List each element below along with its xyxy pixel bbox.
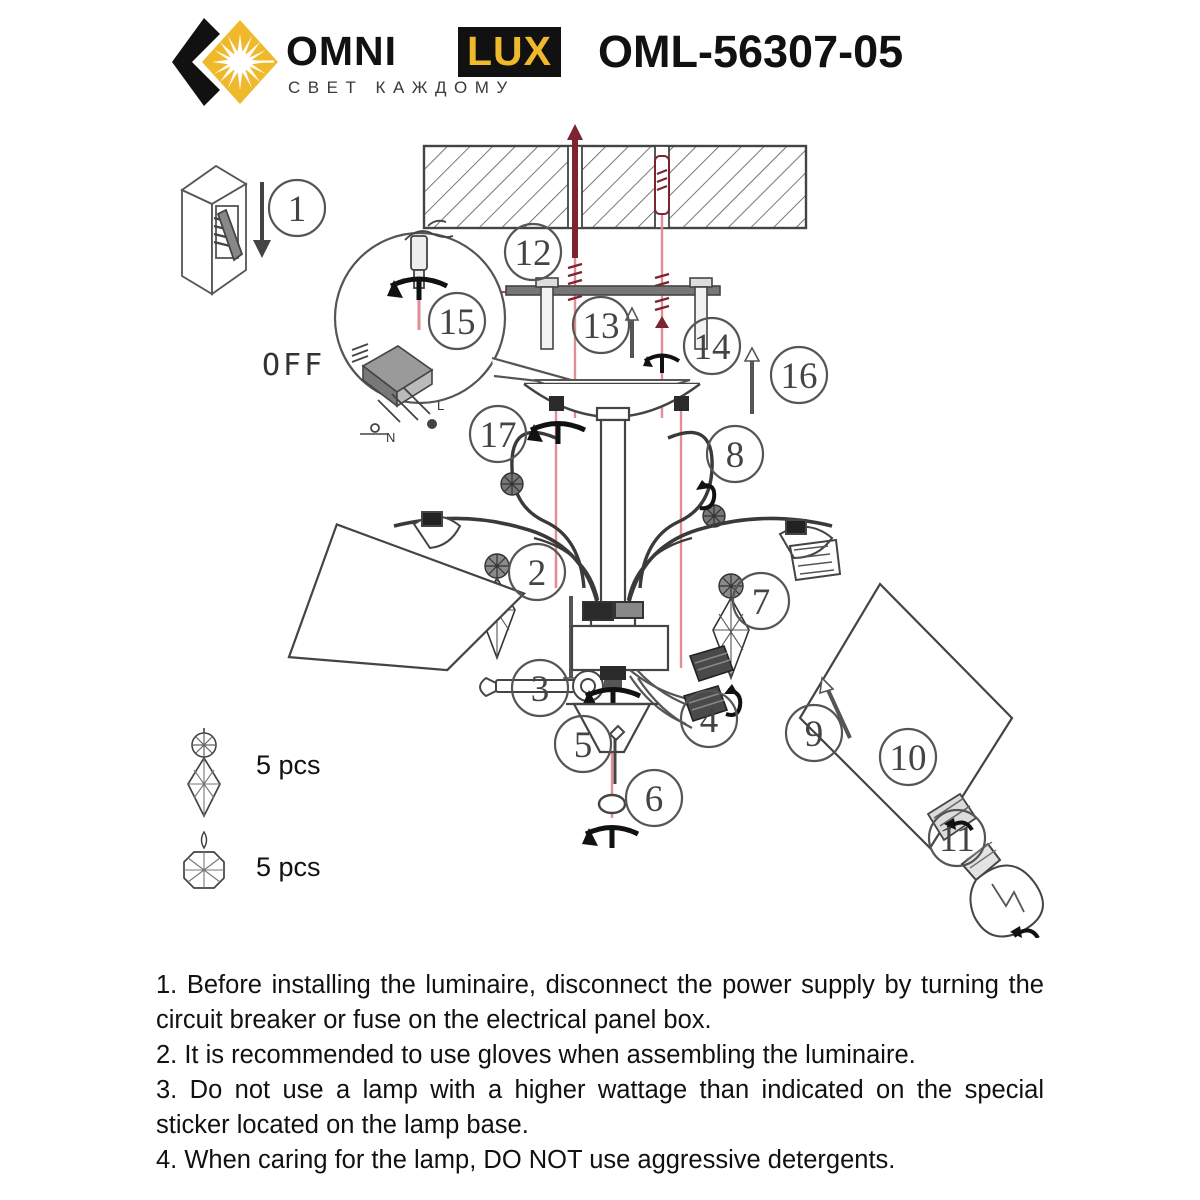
rotate-arrow-icon-10 <box>944 818 974 832</box>
step-callout-1: 1 <box>267 178 327 238</box>
brand-slogan: СВЕТ КАЖДОМУ <box>288 78 515 97</box>
safety-instructions: 1. Before installing the luminaire, disc… <box>156 968 1044 1178</box>
part-quantity: 5 pcs <box>256 750 321 780</box>
step-callout-10: 10 <box>878 727 938 787</box>
step-number: 7 <box>752 582 771 623</box>
rotate-arrow-icon-17 <box>527 421 587 444</box>
step-number: 6 <box>645 779 664 820</box>
step-number: 10 <box>890 738 927 779</box>
hook-arrow-icon-8 <box>696 480 717 511</box>
step-number: 8 <box>726 435 745 476</box>
step-callout-6: 6 <box>624 768 684 828</box>
step-callout-17: 17 <box>468 404 528 464</box>
power-off-label: OFF <box>262 348 326 383</box>
hook-arrow-icon-4 <box>724 684 743 717</box>
part-row: 5 pcs <box>160 728 490 818</box>
step-number: 16 <box>781 356 818 397</box>
crystal-bead <box>500 472 524 496</box>
product-code: OML-56307-05 <box>598 26 904 77</box>
step-number: 12 <box>515 233 552 274</box>
step-number: 15 <box>439 302 476 343</box>
instruction-3: 3. Do not use a lamp with a higher watta… <box>156 1076 1044 1139</box>
shade-socket-left <box>412 511 462 550</box>
crystal-pendant-drop-icon <box>187 728 221 818</box>
wire-connector-icon <box>688 645 735 682</box>
step-callout-4: 4 <box>679 689 739 749</box>
arrow-icon-9 <box>819 676 852 739</box>
brand-name-lux: LUX <box>467 28 552 74</box>
parts-list: 5 pcs 5 pcs <box>160 728 500 918</box>
arm-socket-collar <box>582 601 644 621</box>
step-callout-13: 13 <box>571 295 631 355</box>
step-number: 9 <box>805 714 824 755</box>
crystal-octagon-bead-icon <box>183 830 225 889</box>
up-arrow-icon-16 <box>743 346 761 414</box>
terminal-block-wiring-detail: L N <box>333 219 601 445</box>
ceiling-canopy <box>523 379 701 419</box>
step-number: 3 <box>531 669 550 710</box>
chandelier-center-column <box>589 406 637 628</box>
step-number: 5 <box>574 725 593 766</box>
step-number: 14 <box>694 327 731 368</box>
lamp-shade-left <box>287 523 527 672</box>
rotate-arrow-icon-11 <box>1010 926 1040 938</box>
wire-connector-icon <box>682 685 729 722</box>
omnilux-diamond-sunburst-logo <box>172 18 278 106</box>
lock-nut <box>600 666 626 690</box>
step-callout-3: 3 <box>510 658 570 718</box>
mounting-bar-13 <box>505 277 721 350</box>
part-quantity: 5 pcs <box>256 852 321 882</box>
step-callout-14: 14 <box>682 316 742 376</box>
circuit-breaker-switch-icon <box>180 164 248 296</box>
svg-text:L: L <box>437 398 444 413</box>
finial-ring <box>597 793 627 815</box>
instruction-2: 2. It is recommended to use gloves when … <box>156 1041 916 1069</box>
brand-wordmark: OMNI LUX <box>286 27 561 78</box>
step-callout-16: 16 <box>769 345 829 405</box>
finial-rod-5 <box>608 724 626 784</box>
step-number: 11 <box>939 819 975 860</box>
down-arrow-icon <box>253 182 271 258</box>
shade-socket-right <box>778 519 842 582</box>
lamp-shade-right <box>798 582 1014 850</box>
assembly-diagram: L N <box>0 118 1200 938</box>
step-callout-7: 7 <box>731 571 791 631</box>
brand-logo: OMNI LUX СВЕТ КАЖДОМУ <box>168 14 561 110</box>
rotate-arrow-icon-14 <box>643 353 681 373</box>
brand-name-lux-box: LUX <box>458 27 561 77</box>
step-callout-12: 12 <box>503 222 563 282</box>
rotate-arrow-icon-6 <box>582 825 640 848</box>
step-callout-5: 5 <box>553 714 613 774</box>
step-number: 2 <box>528 553 547 594</box>
step-number: 17 <box>480 415 517 456</box>
lower-cone-cup <box>566 702 658 754</box>
part-row: 5 pcs <box>160 830 490 914</box>
header: OMNI LUX СВЕТ КАЖДОМУ OML-56307-05 <box>0 0 1200 118</box>
step-callout-2: 2 <box>507 542 567 602</box>
instruction-4: 4. When caring for the lamp, DO NOT use … <box>156 1146 896 1174</box>
step-number: 4 <box>700 700 719 741</box>
step-number: 1 <box>288 189 307 230</box>
instruction-1: 1. Before installing the luminaire, disc… <box>156 971 1044 1034</box>
brand-name-omni: OMNI <box>286 28 398 74</box>
step-callout-11: 11 <box>927 808 987 868</box>
connector-housing-box <box>570 624 670 672</box>
up-arrow-icon-13 <box>624 306 640 358</box>
step-number: 13 <box>583 306 620 347</box>
step-callout-15: 15 <box>427 291 487 351</box>
hatched-ceiling-slab <box>422 144 808 230</box>
assembly-diagram-svg: L N <box>180 124 1044 938</box>
step-callout-8: 8 <box>705 424 765 484</box>
svg-text:N: N <box>386 430 395 445</box>
step-callout-9: 9 <box>784 703 844 763</box>
decorative-scroll-arms <box>510 430 714 589</box>
